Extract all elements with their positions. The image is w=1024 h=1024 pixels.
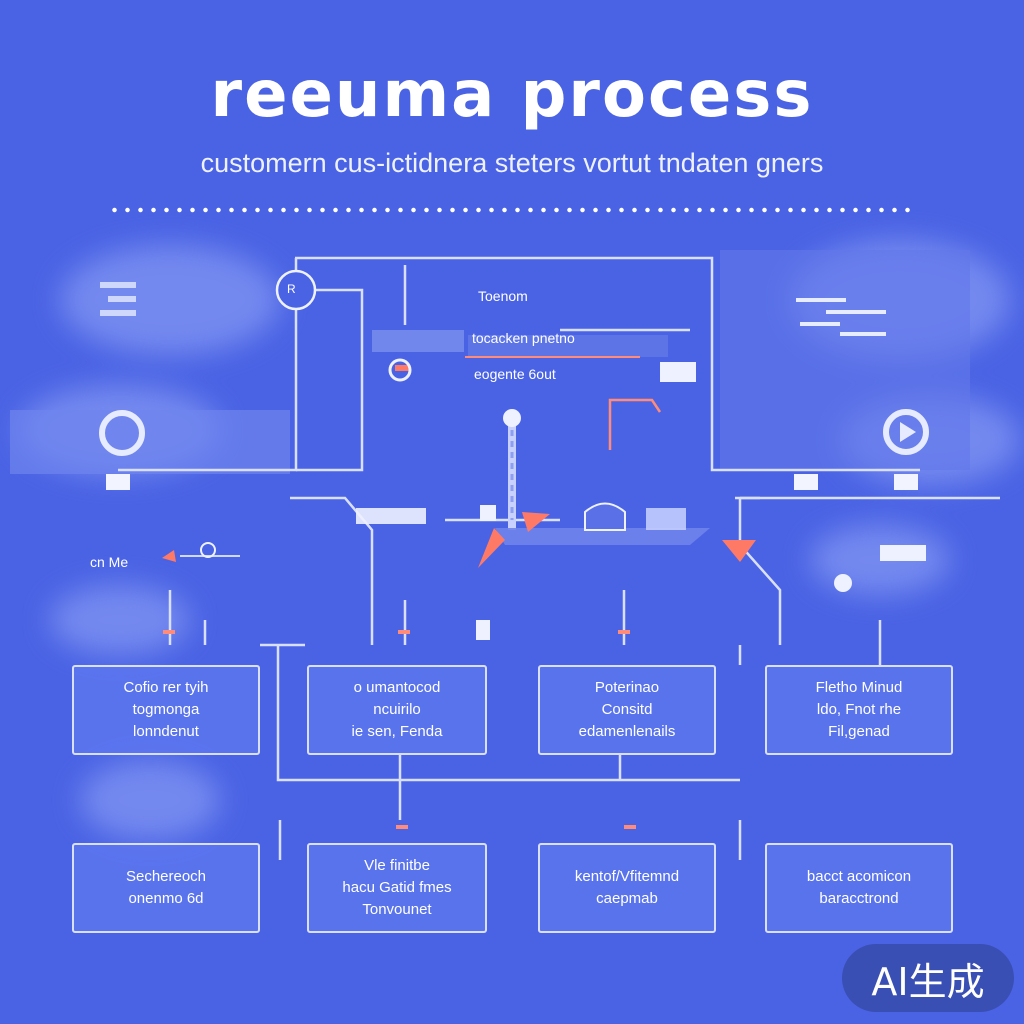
box-line: ie sen, Fenda xyxy=(351,723,443,740)
box-line: Consitd xyxy=(601,701,653,718)
process-box-row1-2: o umantocod ncuirilo ie sen, Fenda xyxy=(307,665,487,755)
box-line: o umantocod xyxy=(353,679,441,696)
box-line: Vle finitbe xyxy=(364,857,430,874)
dotted-divider xyxy=(108,207,918,213)
box-line: onenmo 6d xyxy=(128,890,204,907)
top-label-1: Toenom xyxy=(478,288,528,304)
box-line: ncuirilo xyxy=(373,701,421,718)
box-line: kentof/Vfitemnd xyxy=(574,868,680,885)
left-screen-panel xyxy=(10,410,290,474)
box-line: Fil,genad xyxy=(828,723,890,740)
process-box-row2-1: Sechereoch onenmo 6d xyxy=(72,843,260,933)
right-screen-panel xyxy=(720,250,970,470)
accent-markers xyxy=(162,365,756,568)
process-box-row1-3: Poterinao Consitd edamenlenails xyxy=(538,665,716,755)
top-label-3: eogente 6out xyxy=(474,366,556,382)
top-label-2: tocacken pnetno xyxy=(472,330,575,346)
node-icon-label: R xyxy=(287,282,296,296)
diagram-title: reeuma process xyxy=(210,58,814,132)
box-line: bacct acomicon xyxy=(806,868,912,885)
box-line: edamenlenails xyxy=(578,723,676,740)
process-box-row2-4: bacct acomicon baracctrond xyxy=(765,843,953,933)
box-line: Sechereoch xyxy=(125,868,207,885)
box-line: Tonvounet xyxy=(362,901,432,918)
left-side-label: cn Me xyxy=(90,554,129,570)
box-line: Fletho Minud xyxy=(815,679,903,696)
box-line: lonndenut xyxy=(133,723,199,740)
process-box-row2-2: Vle finitbe hacu Gatid fmes Tonvounet xyxy=(307,843,487,933)
process-box-row1-1: Cofio rer tyih togmonga lonndenut xyxy=(72,665,260,755)
play-icon xyxy=(883,409,929,455)
box-line: hacu Gatid fmes xyxy=(342,879,452,896)
left-circle-icon xyxy=(99,410,145,456)
box-line: Cofio rer tyih xyxy=(123,679,209,696)
diagram-subtitle: customern cus-ictidnera steters vortut t… xyxy=(200,148,824,178)
ai-generated-badge: AI生成 xyxy=(842,944,1014,1012)
central-pipeline xyxy=(356,409,710,545)
box-line: Poterinao xyxy=(594,679,660,696)
box-line: caepmab xyxy=(596,890,658,907)
box-line: baracctrond xyxy=(819,890,899,907)
top-node-circle xyxy=(275,269,317,311)
box-line: togmonga xyxy=(132,701,200,718)
process-box-row2-3: kentof/Vfitemnd caepmab xyxy=(538,843,716,933)
box-line: ldo, Fnot rhe xyxy=(816,701,902,718)
process-box-row1-4: Fletho Minud ldo, Fnot rhe Fil,genad xyxy=(765,665,953,755)
